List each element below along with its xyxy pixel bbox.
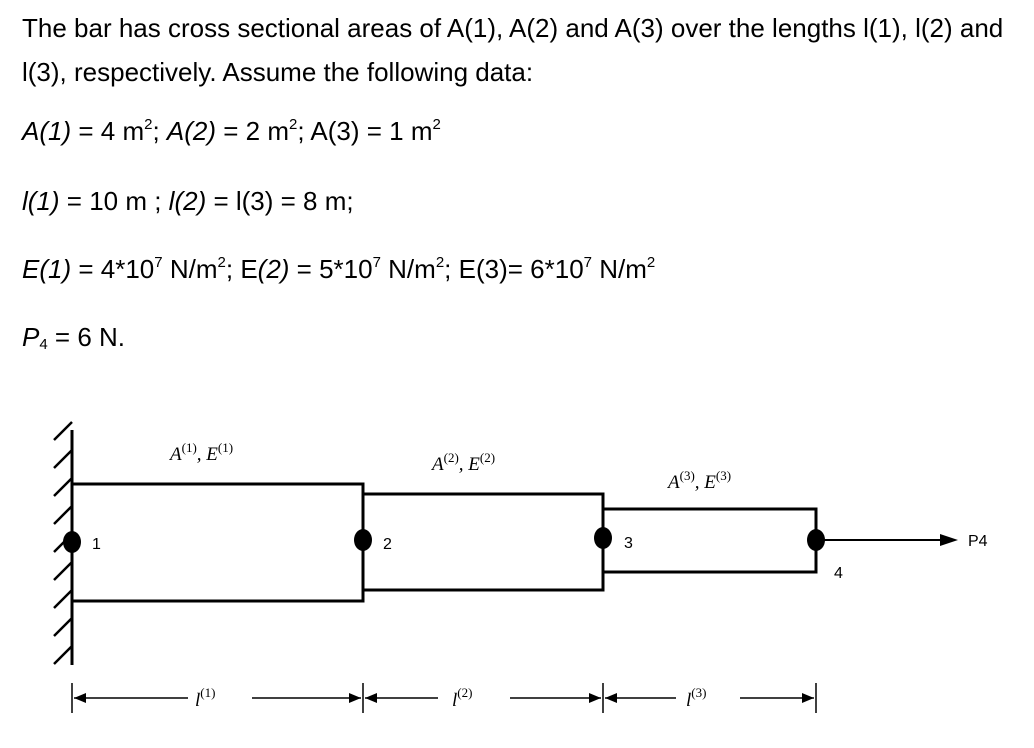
node-3-dot [594,527,612,549]
force-arrowhead [940,534,958,546]
dimension-arrowheads [74,693,814,703]
force-label: P4 [968,533,988,550]
dimension-lines [71,683,817,713]
section-3-label: A(3), E(3) [666,468,731,493]
section-1-label: A(1), E(1) [168,440,233,465]
length-3-label: l(3) [686,685,706,711]
node-4-dot [807,529,825,551]
segment-3 [601,507,818,574]
segment-2 [361,492,605,592]
node-1-dot [63,531,81,553]
node-2-label: 2 [383,536,392,553]
segment-1 [70,482,365,603]
moduli-line: E(1) = 4*107 N/m2; E(2) = 5*107 N/m2; E(… [22,254,656,284]
problem-intro: The bar has cross sectional areas of A(1… [22,13,1004,87]
areas-line: A(1) = 4 m2; A(2) = 2 m2; A(3) = 1 m2 [22,116,441,146]
node-1-label: 1 [92,536,101,553]
length-1-label: l(1) [195,685,215,711]
load-line: P4 = 6 N. [22,322,126,353]
lengths-line: l(1) = 10 m ; l(2) = l(3) = 8 m; [22,186,354,216]
length-2-label: l(2) [452,685,472,711]
node-2-dot [354,529,372,551]
node-3-label: 3 [624,535,633,552]
node-4-label: 4 [834,565,843,582]
section-2-label: A(2), E(2) [430,450,495,475]
